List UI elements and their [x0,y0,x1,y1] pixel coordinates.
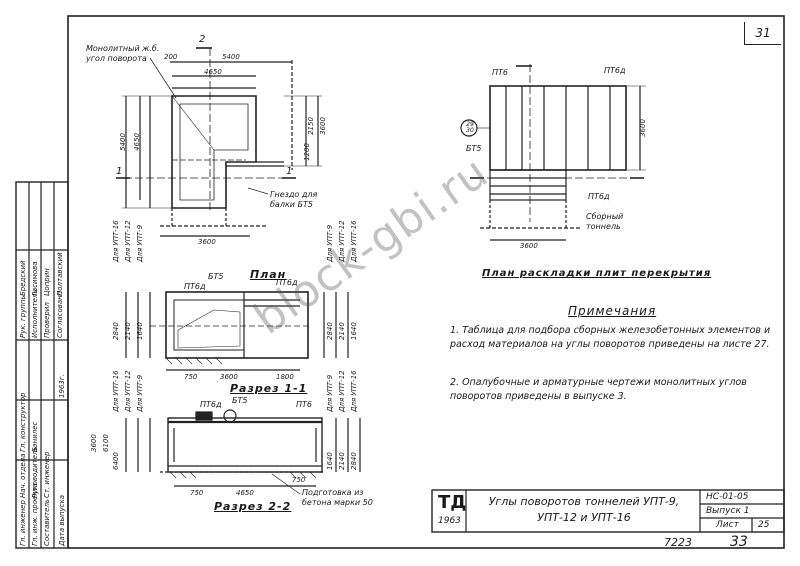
mid-bottom-dim-2: 3600 [220,373,238,381]
s11-dim-left-1: 3600 [90,434,98,452]
stamp4-row-3: Цоприн [43,268,51,296]
stamp3-row-3: Проверил [43,302,51,338]
label-pt6g-lower: ПТ6д [588,192,610,201]
plan-bottom-dim: 3600 [198,238,216,246]
mid-label-bt5: БТ5 [208,272,224,281]
s11-label-pt6: ПТ6 [296,400,312,409]
mid-label-pt6g-left: ПТ6д [184,282,206,291]
archive-number: 7223 [664,536,692,549]
notes-title: Примечания [568,304,657,318]
s11-dim-right-1: 1640 [326,452,334,470]
stamp3-row-1: Рук. группы [19,294,27,338]
logo-td: ТД [438,492,467,513]
stamp2-row-1: Руководитель [31,446,39,498]
dim-4650: 4650 [204,68,222,76]
wall-callout-label: Монолитный ж.б. угол поворота [86,44,160,63]
nest-label: Гнездо для балки БТ5 [270,190,318,209]
cut-mark-1-right: 1 [286,166,293,177]
stamp4-row-4: Полтавский [56,252,64,296]
mid-label-pt6g-right: ПТ6д [276,278,298,287]
stamp-row-1: Гл. инженер [19,500,27,546]
sheet-number: 31 [744,22,781,45]
cut-mark-1-left: 1 [116,166,123,177]
s11-head-right-2: Для УПТ-12 [338,370,346,412]
tr-right-dim: 3600 [638,119,647,137]
s11-head-right-3: Для УПТ-16 [350,370,358,412]
rdim-3600: 3600 [318,117,327,135]
mid-head-left-1: Для УПТ-16 [112,220,120,262]
stamp4-row-1: Бредский [19,260,27,296]
mid-head-left-2: Для УПТ-12 [124,220,132,262]
stamp3-row-4: Согласовано [56,290,64,338]
label-tunnel: Сборный тоннель [586,212,624,231]
stamp2-row-4: Составитель [43,498,51,546]
mid-dim-left-3: 1640 [136,322,144,340]
mid-dim-right-1: 2840 [326,322,334,340]
stamp-row-5: Дата выпуска [58,494,66,546]
dim-5400: 5400 [222,53,240,61]
s11-dim-left-2: 6100 [102,434,110,452]
plan-title: План [250,268,287,281]
logo-year: 1963 [438,516,461,526]
stamp-row-2: Нач. отдела [19,453,27,498]
s11-label-pt6g: ПТ6д [200,400,222,409]
slab-layout-title: План раскладки плит перекрытия [482,268,712,279]
note-2: 2. Опалубочные и арматурные чертежи моно… [450,377,747,402]
section-2-2-title: Разрез 2-2 [214,500,292,513]
rdim-1200: 1200 [302,143,311,161]
s11-dim-right-3: 2840 [350,452,358,470]
label-pt6: ПТ6 [492,68,508,77]
label-bt5: БТ5 [466,144,482,153]
s11-bottom-dim-2: 4650 [236,489,254,497]
note-1: 1. Таблица для подбора сборных железобет… [450,325,771,350]
mid-dim-right-3: 1640 [350,322,358,340]
stamp-row-3: Гл. конструктор [19,392,27,452]
title-block-sheet-label: Лист [716,520,739,530]
title-block-issue: Выпуск 1 [706,506,750,516]
stamp-year: 1963г. [58,374,66,398]
mid-dim-left-2: 2140 [124,322,132,340]
mid-dim-left-1: 2840 [112,322,120,340]
circle-mark: 29 30 [466,121,474,134]
stamp3-row-2: Исполнитель [31,289,39,338]
mid-head-left-3: Для УПТ-9 [136,224,144,262]
s11-dim-right-2: 2140 [338,452,346,470]
tr-bottom-dim: 3600 [520,242,538,250]
rdim-2150: 2150 [306,117,315,135]
mid-bottom-dim-3: 1800 [276,373,294,381]
label-pt6g: ПТ6д [604,66,626,75]
section-1-1-title: Разрез 1-1 [230,382,308,395]
dim-200: 200 [164,53,178,61]
s11-dim-left-3: 6400 [112,452,120,470]
s11-head-left-1: Для УПТ-16 [112,370,120,412]
s11-bottom-dim-3: 750 [292,476,306,484]
s11-label-bt5: БТ5 [232,396,248,405]
s11-bottom-dim-1: 750 [190,489,204,497]
prep-note: Подготовка из бетона марки 50 [302,488,373,507]
page-number: 33 [730,534,748,550]
title-block-code: НС-01-05 [706,492,749,502]
title-block-sheet-value: 25 [758,520,770,530]
s11-head-left-3: Для УПТ-9 [136,374,144,412]
stamp2-row-3: Ст. инженер [43,451,51,498]
mid-bottom-dim-1: 750 [184,373,198,381]
stamp4-row-2: Гасимова [31,261,39,296]
mid-dim-right-2: 2140 [338,322,346,340]
stamp2-row-2: Бэнилес [31,421,39,452]
title-block-title: Углы поворотов тоннелей УПТ-9, УПТ-12 и … [488,495,680,524]
vdim-4650: 4650 [132,133,141,151]
section-mark-2: 2 [199,34,206,45]
vdim-5400: 5400 [118,133,127,151]
s11-head-right-1: Для УПТ-9 [326,374,334,412]
s11-head-left-2: Для УПТ-12 [124,370,132,412]
